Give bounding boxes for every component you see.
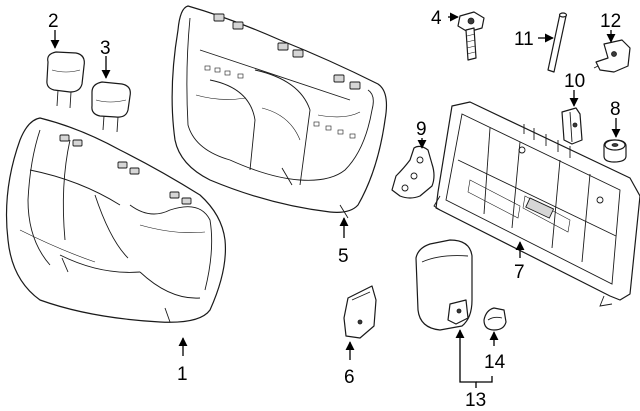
seat-back-frame — [433, 101, 640, 307]
callout-10: 10 — [564, 71, 585, 92]
callout-12: 12 — [600, 11, 621, 32]
cap — [483, 307, 507, 331]
side-trim-panel — [343, 285, 377, 339]
callout-8: 8 — [610, 99, 621, 120]
callout-2: 2 — [48, 11, 59, 32]
hinge-plate — [391, 145, 435, 199]
seat-back-cushion — [5, 117, 227, 323]
headrest-outer — [46, 51, 85, 109]
leader-13-a — [455, 329, 477, 388]
callout-14: 14 — [484, 352, 506, 373]
callout-1: 1 — [177, 364, 188, 385]
bushing — [603, 139, 627, 163]
rod — [547, 12, 568, 73]
callout-11: 11 — [514, 29, 534, 50]
callout-4: 4 — [431, 8, 442, 29]
callout-9: 9 — [416, 119, 427, 140]
latch-bracket — [593, 39, 631, 73]
headrest-center — [91, 81, 131, 133]
callout-3: 3 — [100, 38, 111, 59]
callout-13: 13 — [465, 390, 486, 411]
callout-7: 7 — [514, 262, 525, 283]
leader-lines — [50, 12, 621, 388]
callout-5: 5 — [338, 246, 349, 267]
hinge-cover — [415, 239, 473, 331]
seat-back-panel — [171, 5, 388, 219]
callout-6: 6 — [344, 367, 355, 388]
bolt — [457, 11, 485, 61]
callout-numbers: 2 3 4 11 12 10 8 9 7 5 1 6 14 13 — [48, 8, 621, 411]
leader-13-b — [476, 376, 493, 383]
hinge-clip — [561, 107, 583, 145]
